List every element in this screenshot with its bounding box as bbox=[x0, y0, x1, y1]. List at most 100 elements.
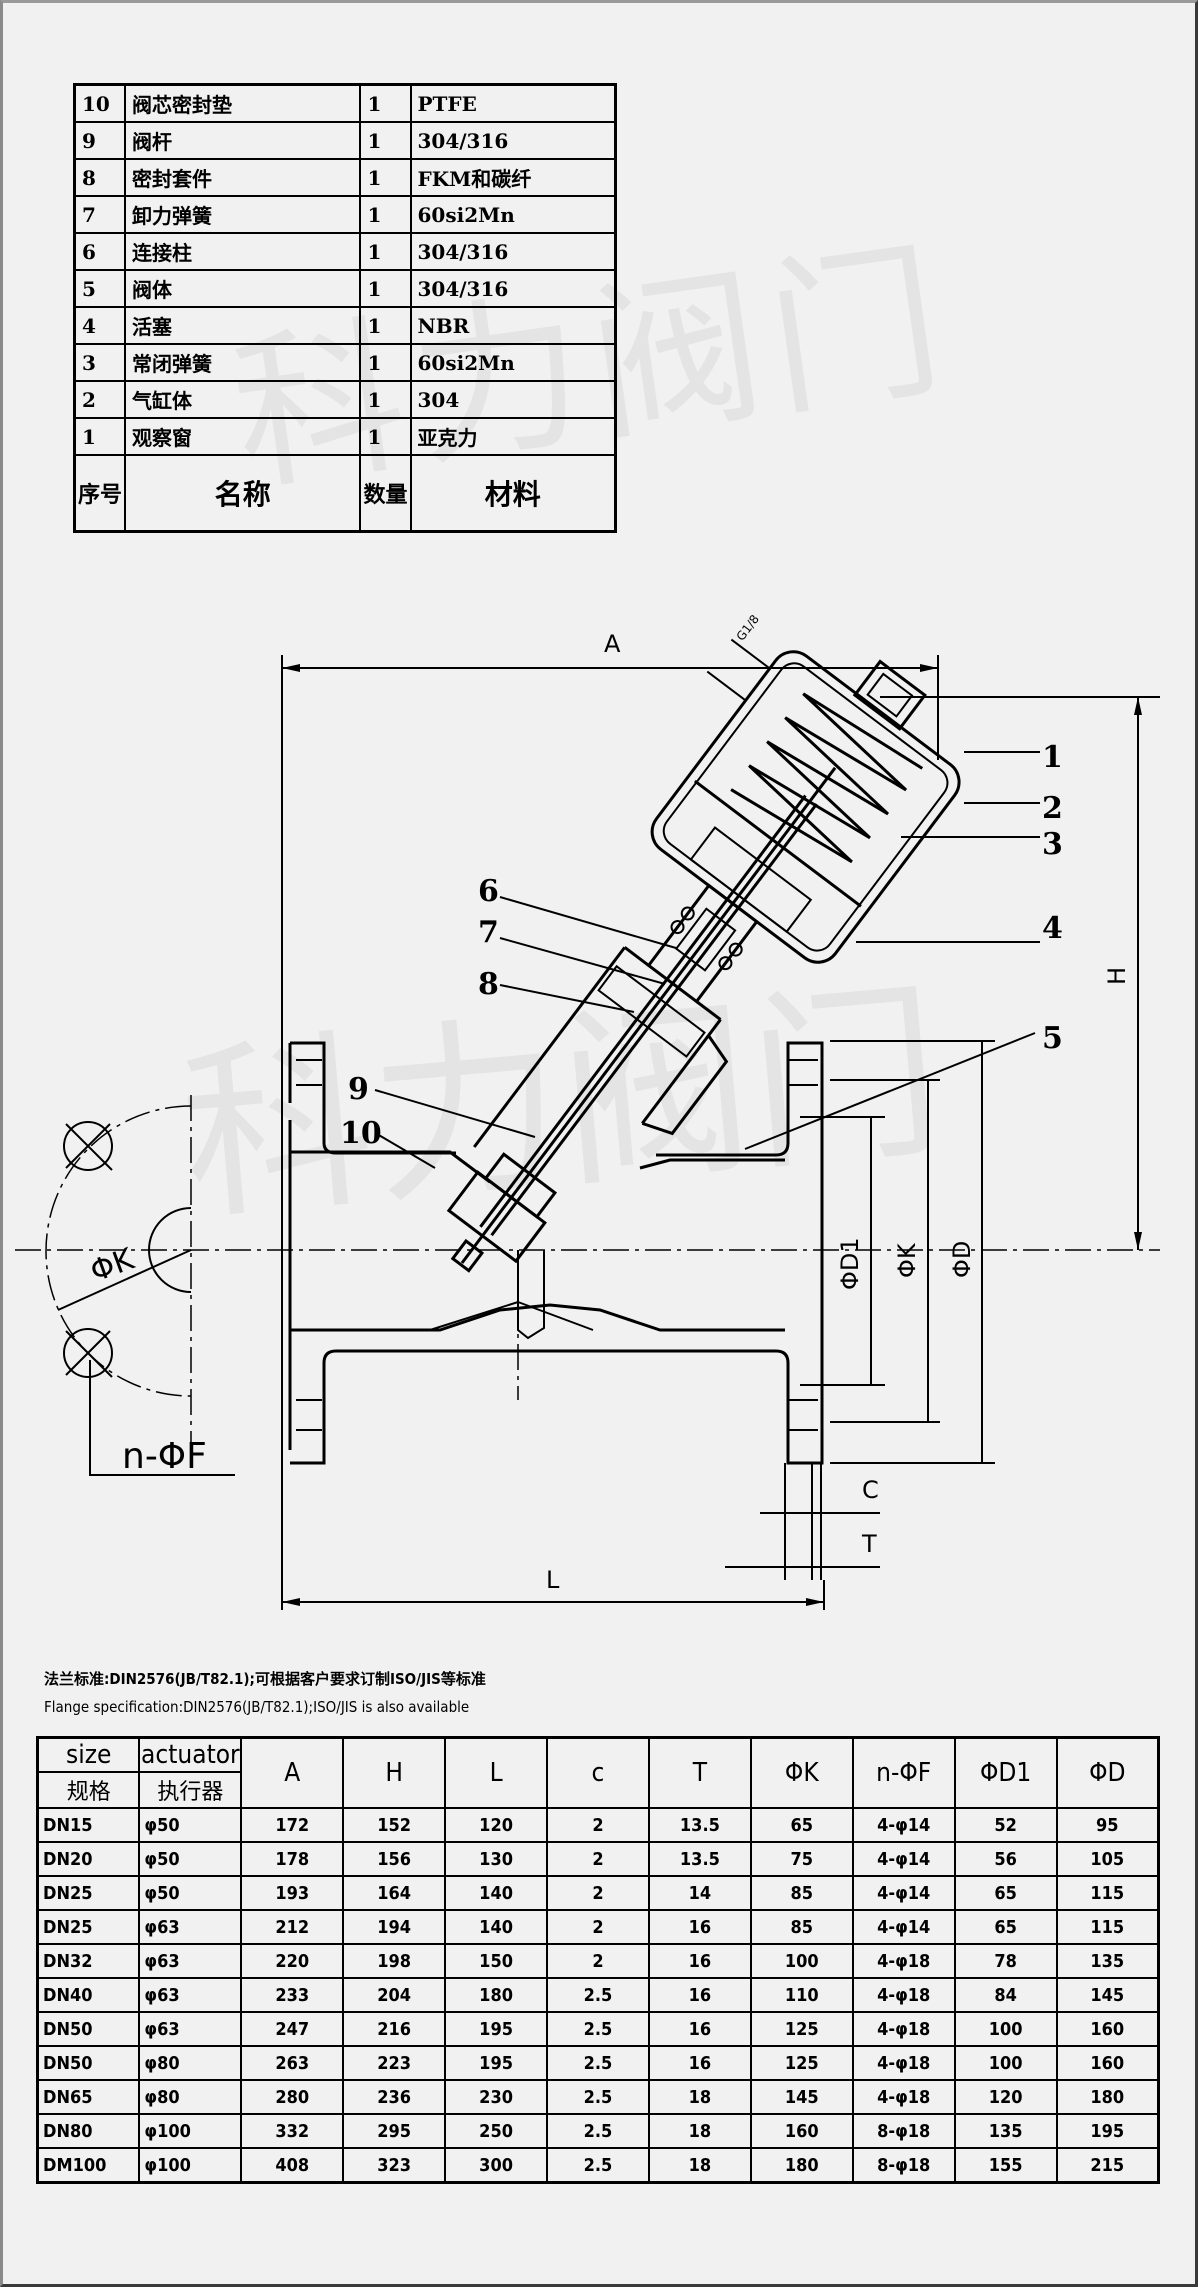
spec-cell: 140 bbox=[444, 1875, 549, 1911]
parts-cell-name: 气缸体 bbox=[124, 380, 362, 419]
spec-cell: 194 bbox=[342, 1909, 447, 1945]
spec-cell: 2.5 bbox=[546, 2011, 650, 2047]
spec-cell: 2 bbox=[546, 1875, 650, 1911]
spec-cell: 160 bbox=[1055, 2011, 1160, 2047]
spec-cell: 150 bbox=[444, 1943, 549, 1979]
dim-K-label: ΦK bbox=[893, 1242, 921, 1278]
spec-cell: 2.5 bbox=[546, 2113, 650, 2149]
spec-cell: 65 bbox=[953, 1875, 1058, 1911]
spec-cell: 18 bbox=[647, 2113, 752, 2149]
spec-cell: 280 bbox=[240, 2079, 345, 2115]
parts-cell-qty: 1 bbox=[359, 380, 412, 419]
spec-cell: DN15 bbox=[36, 1807, 141, 1843]
flange-note-en: Flange specification:DIN2576(JB/T82.1);I… bbox=[44, 1698, 470, 1716]
parts-cell-name: 常闭弹簧 bbox=[124, 343, 362, 382]
header-L: L bbox=[444, 1736, 549, 1809]
parts-cell-name: 卸力弹簧 bbox=[124, 195, 362, 234]
parts-cell-qty: 1 bbox=[359, 269, 412, 308]
spec-cell: 164 bbox=[342, 1875, 447, 1911]
dim-A-label: A bbox=[604, 630, 621, 658]
spec-cell: 130 bbox=[444, 1841, 549, 1877]
spec-cell: 120 bbox=[444, 1807, 549, 1843]
spec-cell: 216 bbox=[342, 2011, 447, 2047]
dim-nF-label: n-ΦF bbox=[122, 1436, 207, 1477]
spec-cell: 56 bbox=[953, 1841, 1058, 1877]
spec-cell: 4-φ14 bbox=[851, 1841, 956, 1877]
parts-cell-no: 5 bbox=[73, 269, 127, 308]
indicator-window bbox=[852, 659, 927, 731]
dimensions-right: ΦD1 ΦK ΦD C T L bbox=[282, 1040, 995, 1610]
header-c: c bbox=[546, 1736, 650, 1809]
spec-cell: 16 bbox=[647, 1909, 752, 1945]
spec-cell: 180 bbox=[1055, 2079, 1160, 2115]
spec-cell: 100 bbox=[749, 1943, 854, 1979]
parts-cell-material: FKM和碳纤 bbox=[409, 158, 617, 197]
dim-L-label: L bbox=[546, 1566, 560, 1594]
spec-cell: 180 bbox=[444, 1977, 549, 2013]
spec-cell: 250 bbox=[444, 2113, 549, 2149]
spec-cell: 85 bbox=[749, 1875, 854, 1911]
spec-cell: φ100 bbox=[138, 2113, 243, 2149]
spec-cell: 204 bbox=[342, 1977, 447, 2013]
spec-cell: 223 bbox=[342, 2045, 447, 2081]
callout-3: 3 bbox=[1042, 827, 1063, 862]
spec-cell: 2.5 bbox=[546, 2147, 650, 2184]
spec-cell: DN32 bbox=[36, 1943, 141, 1979]
parts-cell-material: 304/316 bbox=[409, 121, 617, 160]
spec-cell: 2 bbox=[546, 1909, 650, 1945]
spec-cell: 4-φ18 bbox=[851, 2079, 956, 2115]
spec-cell: 100 bbox=[953, 2011, 1058, 2047]
spec-cell: 78 bbox=[953, 1943, 1058, 1979]
spec-cell: 247 bbox=[240, 2011, 345, 2047]
spec-cell: DN50 bbox=[36, 2045, 141, 2081]
spec-cell: 2 bbox=[546, 1943, 650, 1979]
spec-cell: 323 bbox=[342, 2147, 447, 2184]
spec-cell: 195 bbox=[444, 2045, 549, 2081]
flange-note-cn: 法兰标准:DIN2576(JB/T82.1);可根据客户要求订制ISO/JIS等… bbox=[44, 1670, 486, 1688]
spec-cell: DN20 bbox=[36, 1841, 141, 1877]
header-T: T bbox=[647, 1736, 752, 1809]
dimension-H: H bbox=[880, 696, 1160, 1250]
spec-cell: 18 bbox=[647, 2079, 752, 2115]
spec-cell: 110 bbox=[749, 1977, 854, 2013]
spec-cell: φ100 bbox=[138, 2147, 243, 2184]
spec-cell: 212 bbox=[240, 1909, 345, 1945]
header-nF: n-ΦF bbox=[851, 1736, 956, 1809]
spec-cell: φ50 bbox=[138, 1875, 243, 1911]
header-qty: 数量 bbox=[359, 454, 412, 533]
parts-cell-no: 9 bbox=[73, 121, 127, 160]
spec-header-row: size actuator A H L c T ΦK n-ΦF ΦD1 ΦD bbox=[36, 1736, 1160, 1809]
spec-cell: 152 bbox=[342, 1807, 447, 1843]
spec-cell: 198 bbox=[342, 1943, 447, 1979]
spec-cell: 85 bbox=[749, 1909, 854, 1945]
spec-cell: 16 bbox=[647, 2045, 752, 2081]
spec-cell: φ63 bbox=[138, 1909, 243, 1945]
spec-cell: 2.5 bbox=[546, 2079, 650, 2115]
spec-cell: 18 bbox=[647, 2147, 752, 2184]
spec-cell: DM100 bbox=[36, 2147, 141, 2184]
spec-cell: 263 bbox=[240, 2045, 345, 2081]
spec-cell: DN40 bbox=[36, 1977, 141, 2013]
spec-cell: 16 bbox=[647, 2011, 752, 2047]
spec-cell: 120 bbox=[953, 2079, 1058, 2115]
spec-cell: 2 bbox=[546, 1807, 650, 1843]
dim-D1-label: ΦD1 bbox=[836, 1237, 864, 1290]
spec-cell: 236 bbox=[342, 2079, 447, 2115]
piston bbox=[693, 779, 862, 908]
spec-cell: 52 bbox=[953, 1807, 1058, 1843]
spec-cell: 2.5 bbox=[546, 1977, 650, 2013]
